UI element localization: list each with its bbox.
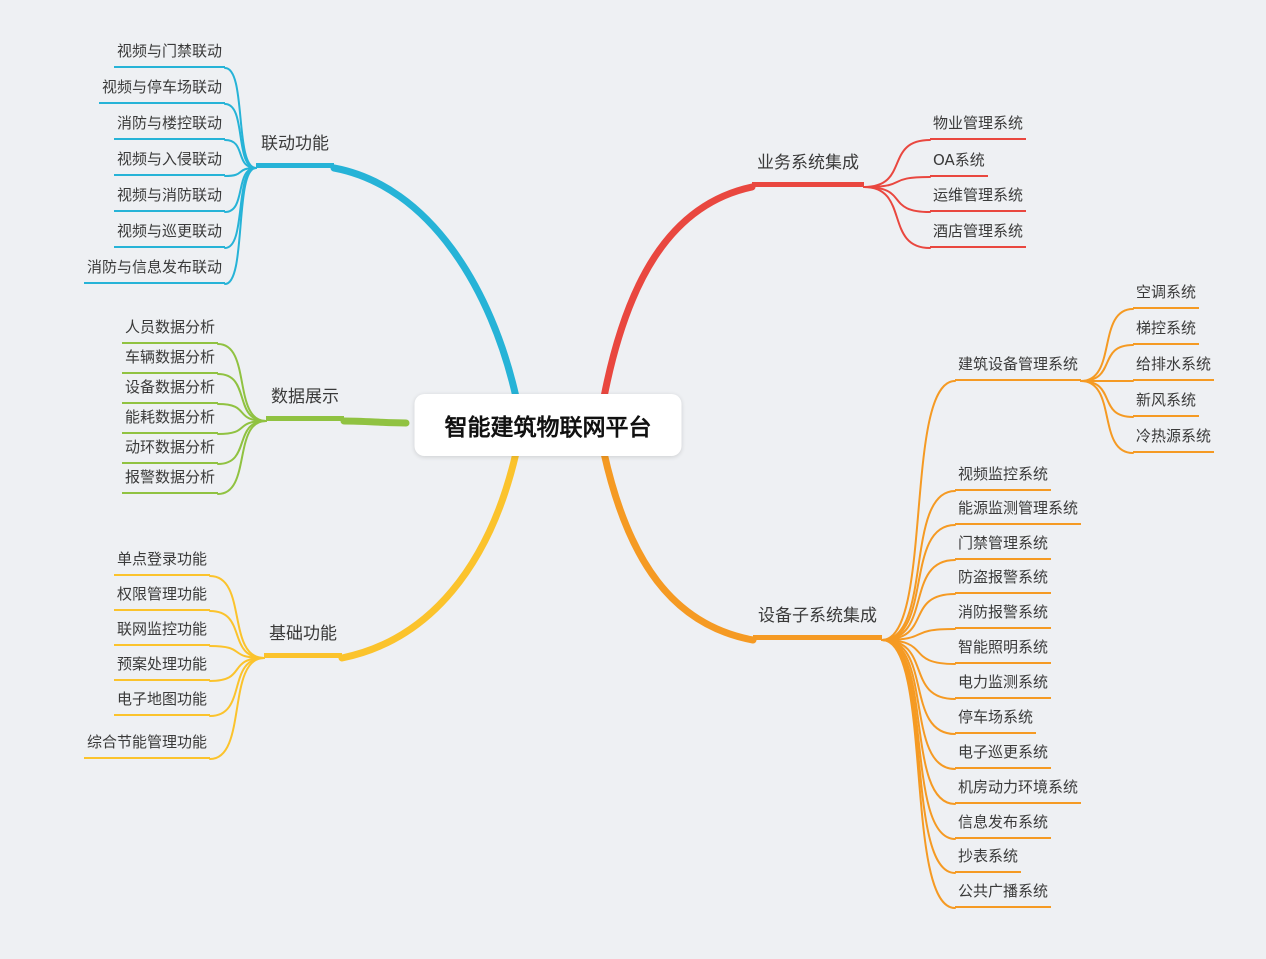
connector-curve: [224, 67, 257, 169]
connector-curve: [863, 176, 931, 188]
branch-node[interactable]: 联动功能: [256, 133, 334, 168]
child-node[interactable]: 停车场系统: [955, 708, 1037, 734]
connector-curve: [881, 490, 956, 641]
child-node[interactable]: 电子地图功能: [114, 690, 211, 716]
child-node[interactable]: 给排水系统: [1133, 355, 1215, 381]
connector-curve: [881, 593, 956, 641]
branch-node[interactable]: 数据展示: [266, 386, 344, 421]
child-node[interactable]: 酒店管理系统: [930, 222, 1027, 248]
child-node[interactable]: 单点登录功能: [114, 550, 211, 576]
connector-curve: [881, 380, 956, 641]
branch-node[interactable]: 设备子系统集成: [753, 605, 882, 640]
child-node[interactable]: 冷热源系统: [1133, 427, 1215, 453]
child-node[interactable]: 视频与入侵联动: [114, 150, 226, 176]
connector-curve: [863, 186, 931, 213]
child-node[interactable]: 设备数据分析: [122, 378, 219, 404]
child-node[interactable]: 空调系统: [1133, 283, 1200, 309]
child-node[interactable]: 智能照明系统: [955, 638, 1052, 664]
child-node[interactable]: 联网监控功能: [114, 620, 211, 646]
branch-node[interactable]: 业务系统集成: [752, 152, 864, 187]
connector-curve: [209, 657, 265, 682]
child-node[interactable]: 建筑设备管理系统: [955, 355, 1082, 381]
connector-curve: [209, 645, 265, 659]
child-node[interactable]: 消防与楼控联动: [114, 114, 226, 140]
connector-curve: [209, 657, 265, 760]
branch-node[interactable]: 基础功能: [264, 623, 342, 658]
child-node[interactable]: 视频与巡更联动: [114, 222, 226, 248]
child-node[interactable]: 动环数据分析: [122, 438, 219, 464]
child-node[interactable]: 信息发布系统: [955, 813, 1052, 839]
connector-curve: [881, 639, 956, 909]
child-node[interactable]: 电力监测系统: [955, 673, 1052, 699]
child-node[interactable]: 防盗报警系统: [955, 568, 1052, 594]
connector-curve: [224, 103, 257, 169]
child-node[interactable]: 电子巡更系统: [955, 743, 1052, 769]
child-node[interactable]: 视频与消防联动: [114, 186, 226, 212]
connector-curve: [1080, 380, 1134, 418]
branch-curve: [330, 164, 520, 401]
child-node[interactable]: 综合节能管理功能: [84, 733, 211, 759]
child-node[interactable]: 梯控系统: [1133, 319, 1200, 345]
connector-curve: [1080, 344, 1134, 382]
connector-curve: [881, 628, 956, 641]
root-node[interactable]: 智能建筑物联网平台: [414, 394, 682, 456]
connector-curve: [224, 167, 257, 285]
child-node[interactable]: 视频与门禁联动: [114, 42, 226, 68]
child-node[interactable]: 报警数据分析: [122, 468, 219, 494]
child-node[interactable]: 车辆数据分析: [122, 348, 219, 374]
branch-curve: [600, 183, 756, 401]
child-node[interactable]: 公共广播系统: [955, 882, 1052, 908]
child-node[interactable]: 门禁管理系统: [955, 534, 1052, 560]
child-node[interactable]: OA系统: [930, 151, 988, 177]
child-node[interactable]: 消防报警系统: [955, 603, 1052, 629]
connector-curve: [881, 639, 956, 735]
child-node[interactable]: 抄表系统: [955, 847, 1022, 873]
child-node[interactable]: 消防与信息发布联动: [84, 258, 226, 284]
connector-curve: [881, 639, 956, 770]
child-node[interactable]: 运维管理系统: [930, 186, 1027, 212]
connector-curve: [1080, 380, 1134, 454]
branch-curve: [338, 449, 520, 662]
branch-curve: [340, 417, 410, 427]
child-node[interactable]: 物业管理系统: [930, 114, 1027, 140]
child-node[interactable]: 新风系统: [1133, 391, 1200, 417]
connector-curve: [209, 610, 265, 659]
child-node[interactable]: 视频与停车场联动: [99, 78, 226, 104]
connector-curve: [881, 524, 956, 641]
connector-curve: [863, 186, 931, 249]
connector-curve: [881, 559, 956, 641]
child-node[interactable]: 视频监控系统: [955, 465, 1052, 491]
child-node[interactable]: 人员数据分析: [122, 318, 219, 344]
child-node[interactable]: 权限管理功能: [114, 585, 211, 611]
connector-curve: [863, 139, 931, 188]
connector-curve: [881, 639, 956, 665]
connector-curve: [217, 420, 267, 495]
connector-curve: [881, 639, 956, 874]
connector-curve: [209, 575, 265, 659]
connector-curve: [1080, 308, 1134, 382]
branch-curve: [600, 449, 757, 644]
child-node[interactable]: 能源监测管理系统: [955, 499, 1082, 525]
connector-curve: [217, 373, 267, 422]
child-node[interactable]: 机房动力环境系统: [955, 778, 1082, 804]
connector-curve: [224, 139, 257, 169]
connector-curve: [217, 343, 267, 422]
child-node[interactable]: 预案处理功能: [114, 655, 211, 681]
child-node[interactable]: 能耗数据分析: [122, 408, 219, 434]
